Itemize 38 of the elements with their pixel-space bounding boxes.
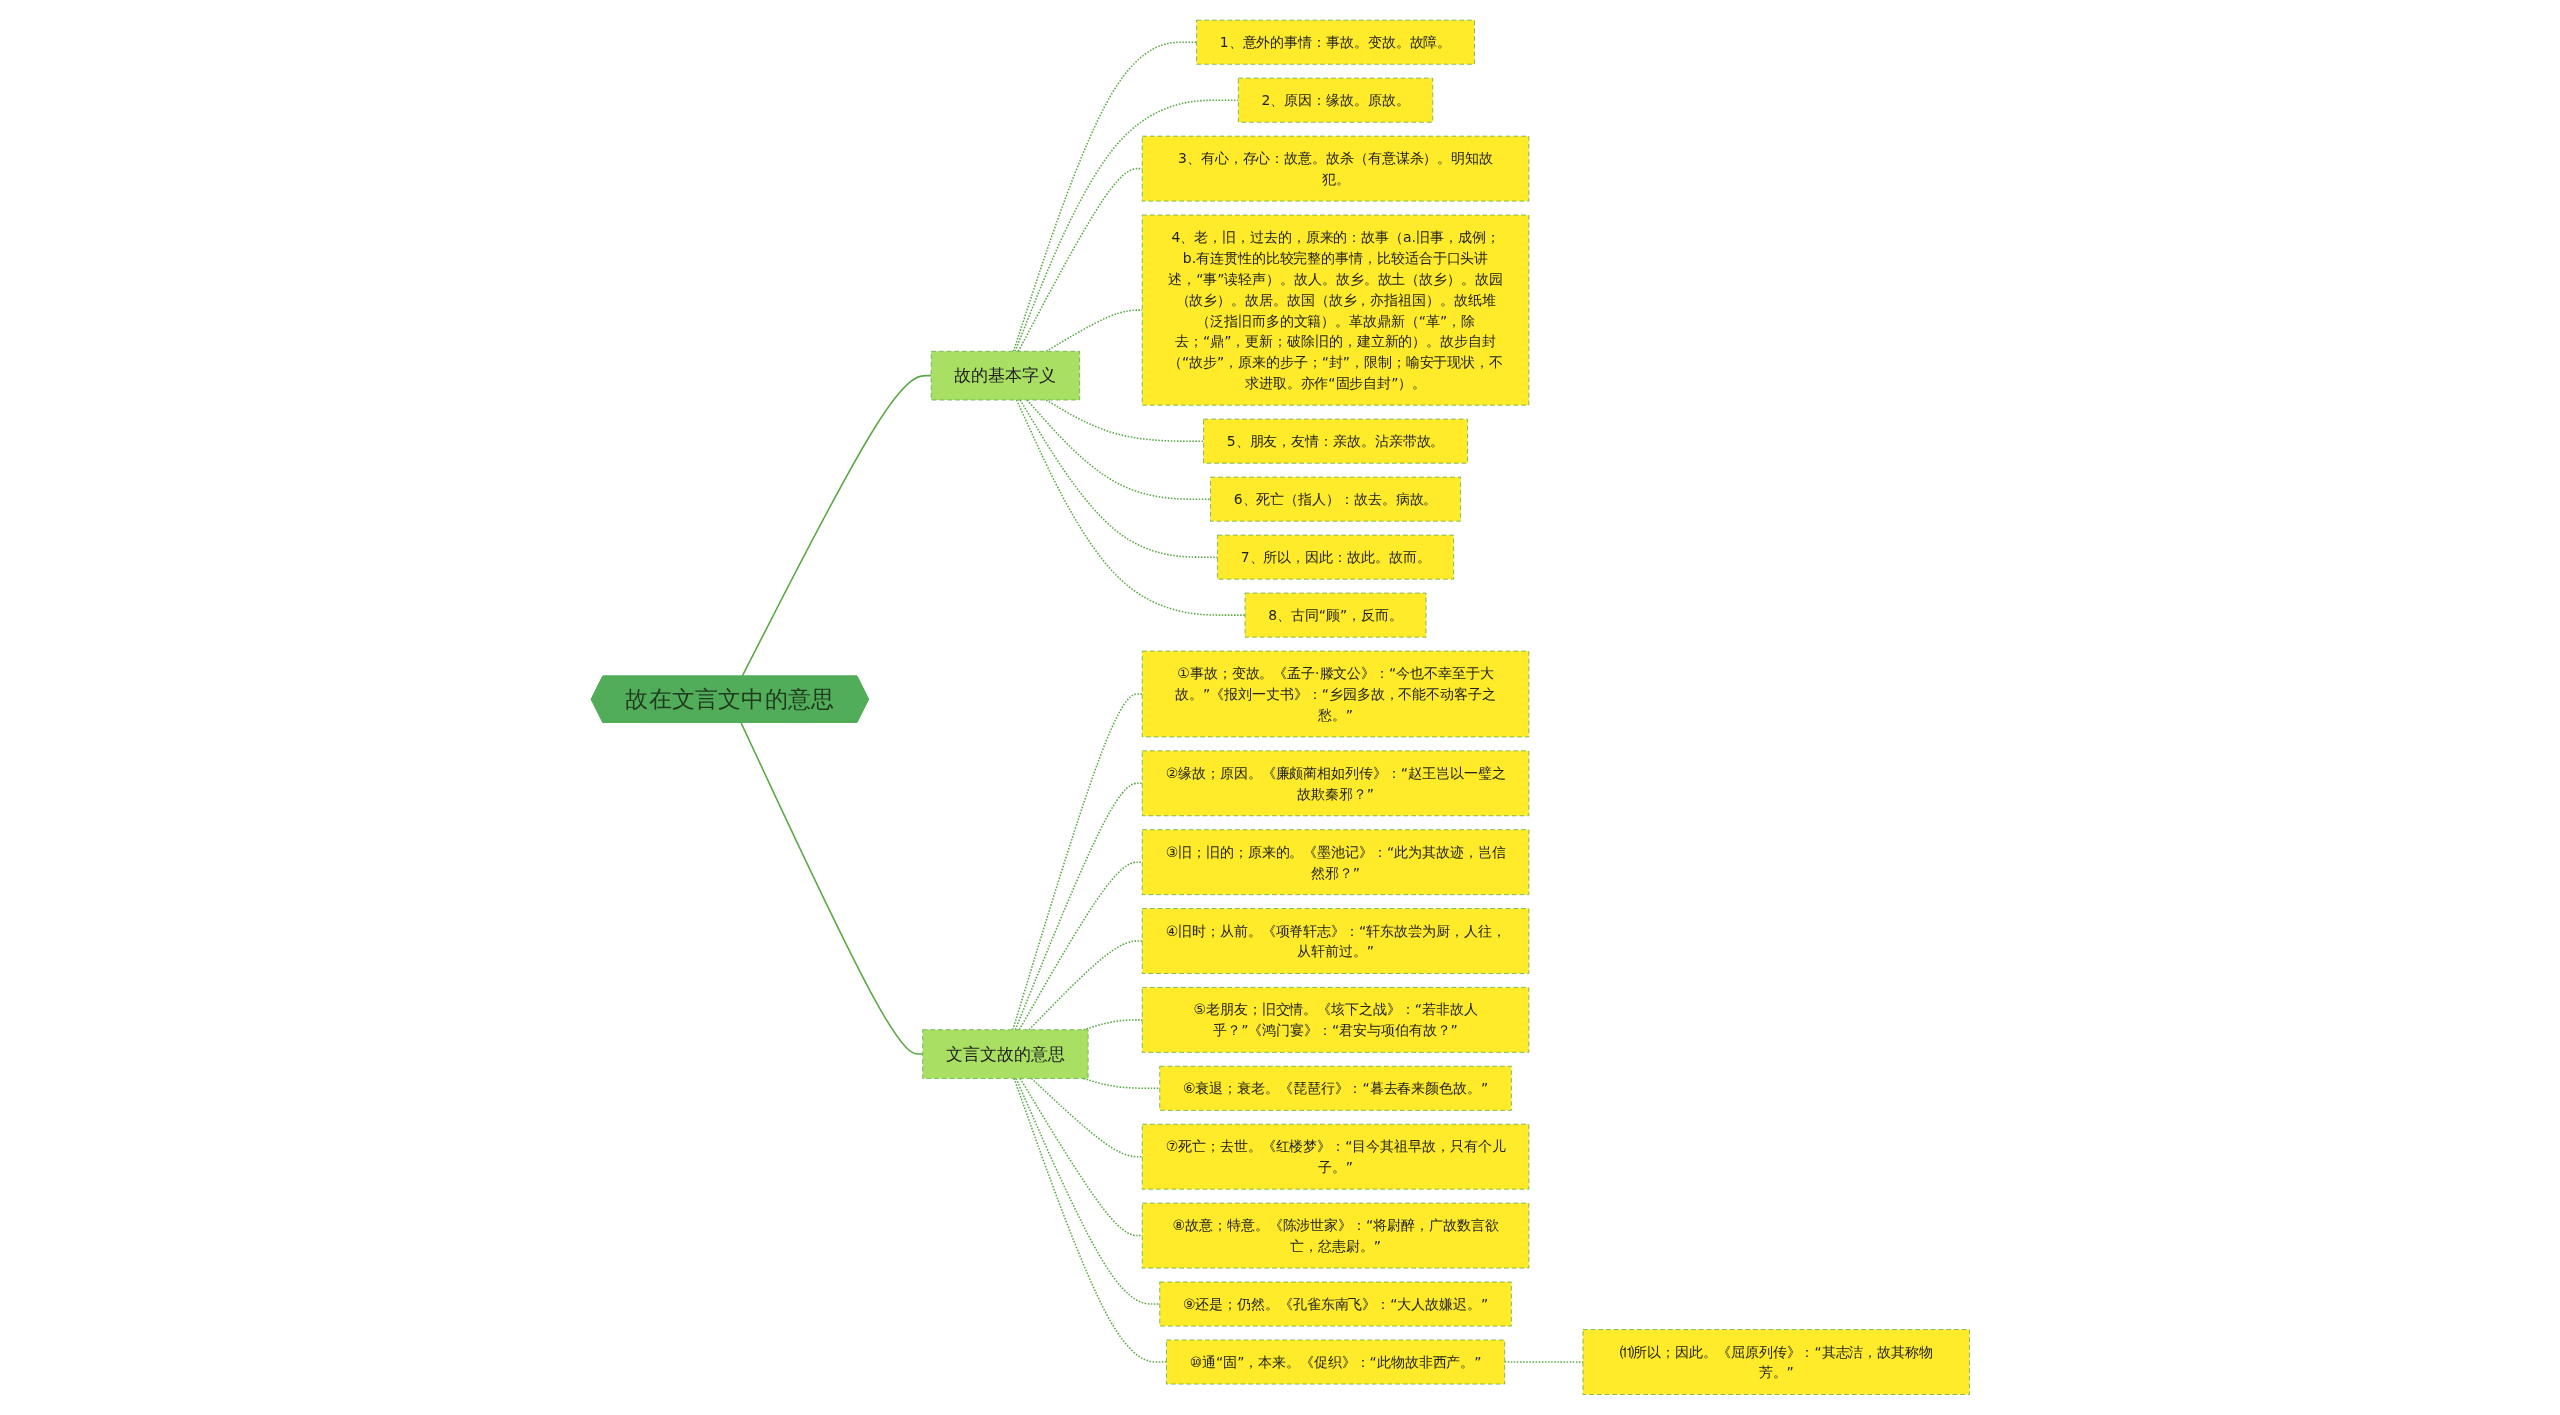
connector bbox=[1017, 168, 1143, 353]
connector bbox=[1019, 399, 1218, 559]
connector bbox=[1014, 1077, 1161, 1305]
node-box: ⑥衰退；衰老。《琵琶行》：“暮去春来颜色故。” bbox=[1158, 1066, 1512, 1111]
connector bbox=[1027, 940, 1143, 1031]
node-box: ①事故；变故。《孟子·滕文公》：“今也不幸至于大故。”《报刘一丈书》：“乡园多故，不能不动客子之愁。” bbox=[1141, 650, 1529, 738]
node-box: ⑨还是；仍然。《孔雀东南飞》：“大人故嫌迟。” bbox=[1158, 1281, 1512, 1327]
node-box: ⑧故意；特意。《陈涉世家》：“将尉醉，广故数言欲亡，忿恚尉。” bbox=[1141, 1202, 1529, 1269]
node-box: ②缘故；原因。《廉颇蔺相如列传》：“赵王岂以一璧之故欺秦邪？” bbox=[1141, 750, 1529, 817]
node-box: 8、古同“顾”，反而。 bbox=[1244, 592, 1427, 638]
connector bbox=[1045, 309, 1143, 353]
node-box: 文言文故的意思 bbox=[921, 1029, 1089, 1079]
connector bbox=[1025, 399, 1211, 501]
connector bbox=[1012, 41, 1197, 353]
node-box: 4、老，旧，过去的，原来的：故事（a.旧事，成例；b.有连贯性的比较完整的事情，比较适合于口头讲述，“事”读轻声）。故人。故乡。故土（故乡）。故园（故乡）。故居。故国（故乡，亦指祖国）。故纸堆（泛指旧而多的文籍）。革故鼎新（“革”，除去；“鼎”，更新；破除旧的，建立新的）。故步自封（“故步”，原来的步子；“封”，限制；喻安于现状，不求进取。亦作“固步自封”）。 bbox=[1141, 214, 1529, 406]
node-box: 2、原因：缘故。原故。 bbox=[1237, 77, 1433, 123]
connector bbox=[1014, 782, 1143, 1031]
connector bbox=[739, 722, 924, 1056]
connector bbox=[1013, 99, 1239, 353]
node-box: ④旧时；从前。《项脊轩志》：“轩东故尝为厨，人往，从轩前过。” bbox=[1141, 908, 1529, 975]
node-box: 5、朋友，友情：亲故。沾亲带故。 bbox=[1202, 418, 1468, 464]
node-box: ③旧；旧的；原来的。《墨池记》：“此为其故迹，岂信然邪？” bbox=[1141, 829, 1529, 896]
node-box: 3、有心，存心：故意。故杀（有意谋杀）。明知故犯。 bbox=[1141, 135, 1529, 202]
node-box: 7、所以，因此：故此。故而。 bbox=[1216, 534, 1454, 580]
node-box: ⑦死亡；去世。《红楼梦》：“目今其祖早故，只有个儿子。” bbox=[1141, 1124, 1529, 1190]
node-box: 故的基本字义 bbox=[930, 351, 1080, 401]
connector bbox=[1019, 1077, 1143, 1237]
connector bbox=[1030, 1077, 1143, 1158]
connector bbox=[1018, 861, 1143, 1031]
connector bbox=[1011, 693, 1143, 1031]
node-box: 6、死亡（指人）：故去。病故。 bbox=[1209, 476, 1461, 522]
connector bbox=[741, 375, 932, 678]
connector bbox=[1045, 399, 1204, 443]
connector bbox=[1012, 1077, 1167, 1363]
node-box: ⑤老朋友；旧交情。《垓下之战》：“若非故人乎？”《鸿门宴》：“君安与项伯有故？” bbox=[1141, 987, 1529, 1053]
node-box: ⑩通“固”，本来。《促织》：“此物故非西产。” bbox=[1165, 1339, 1505, 1385]
node-box: 1、意外的事情：事故。变故。故障。 bbox=[1195, 19, 1475, 65]
node-box: ⑾所以；因此。《屈原列传》：“其志洁，故其称物芳。” bbox=[1582, 1329, 1970, 1396]
